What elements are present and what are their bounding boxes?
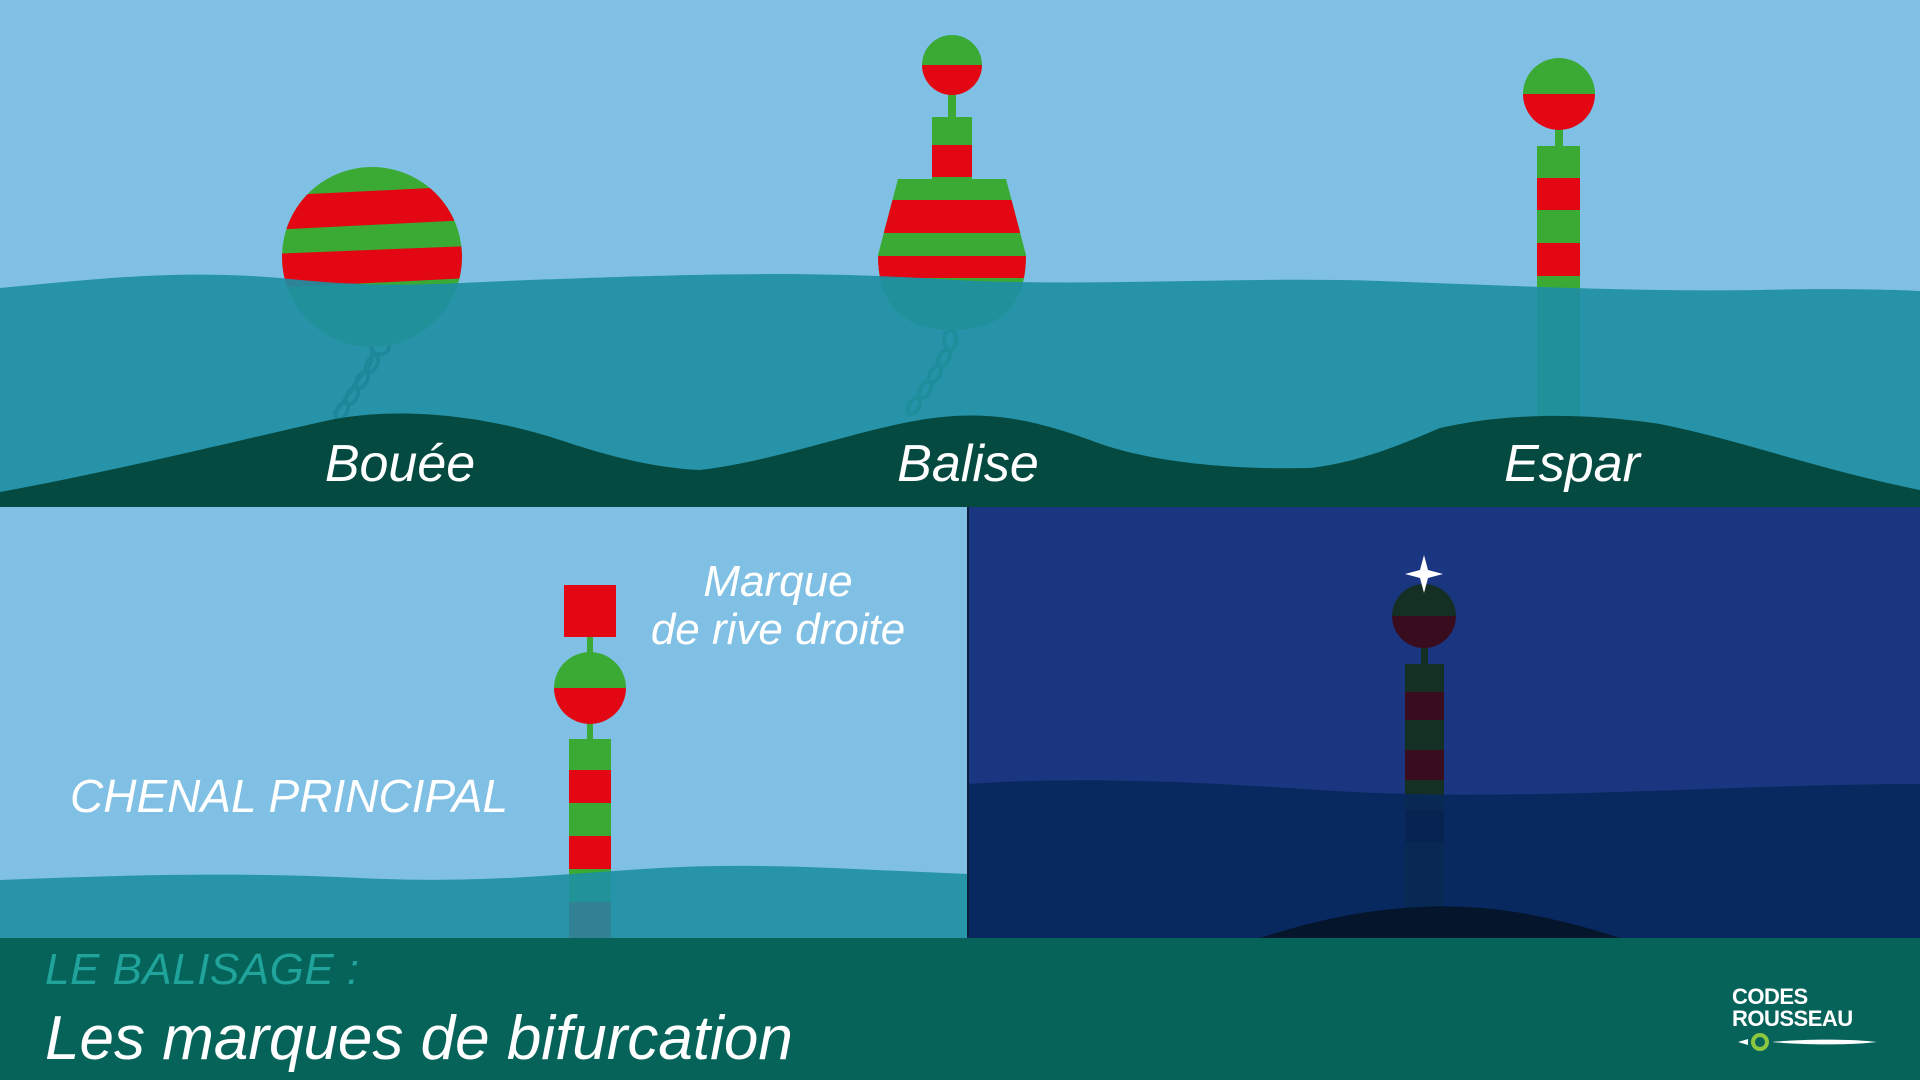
label-spar: Espar (1504, 435, 1643, 493)
square-topmark (564, 585, 616, 637)
seabed (0, 413, 1920, 507)
title-block: LE BALISAGE : Les marques de bifurcation (45, 948, 793, 1070)
light-star-icon (1405, 555, 1443, 593)
label-main-channel: CHENAL PRINCIPAL (70, 770, 508, 822)
night-panel (968, 507, 1920, 938)
subtitle: LE BALISAGE : (45, 945, 360, 994)
logo-pencil-icon (1738, 1033, 1877, 1051)
label-right-bank-1: Marque (703, 557, 852, 606)
logo-line-1: CODES (1732, 984, 1808, 1009)
label-beacon: Balise (897, 435, 1039, 493)
day-panel: CHENAL PRINCIPAL Marque de rive droite (0, 507, 968, 938)
footer-band (0, 938, 1920, 1080)
logo-line-2: ROUSSEAU (1732, 1006, 1853, 1031)
label-right-bank-2: de rive droite (651, 605, 905, 654)
night-water (968, 780, 1920, 938)
label-buoy: Bouée (325, 435, 475, 493)
night-seabed (1260, 906, 1620, 938)
day-water (0, 865, 968, 938)
codes-rousseau-logo: CODES ROUSSEAU (1732, 986, 1882, 1056)
page-title: Les marques de bifurcation (45, 1004, 793, 1073)
